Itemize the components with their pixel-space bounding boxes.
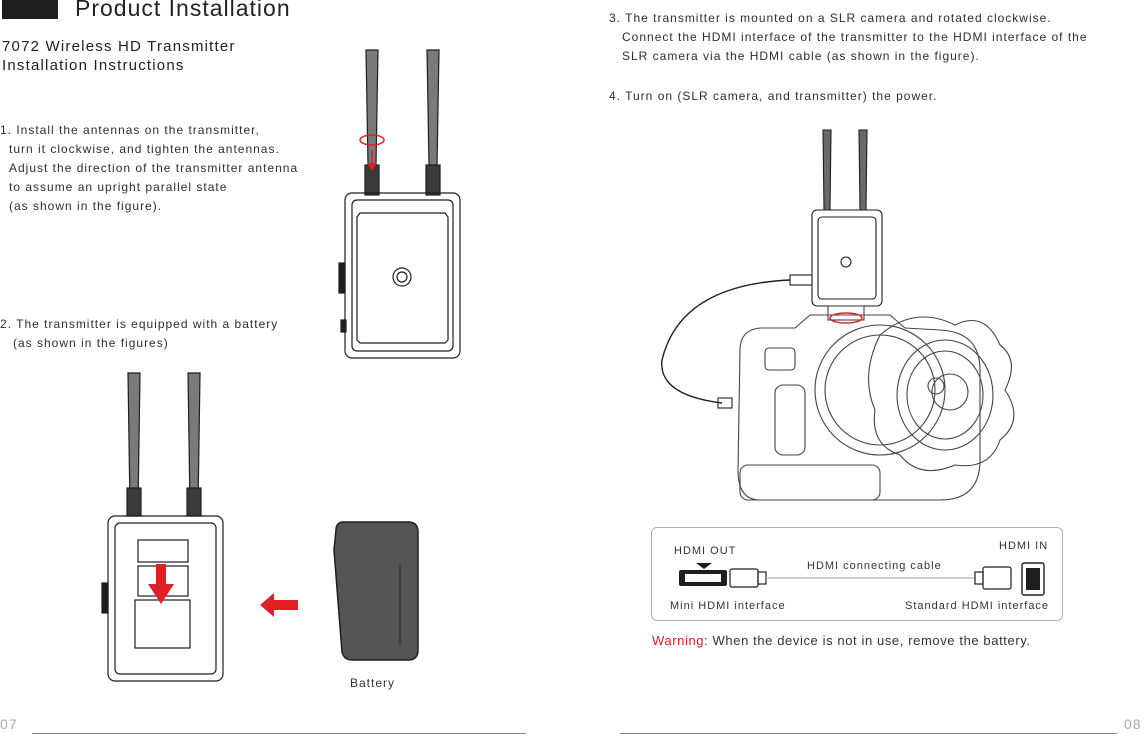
insert-arrow-icon: [260, 593, 298, 617]
step-1-text: 1. Install the antennas on the transmitt…: [0, 121, 298, 216]
step-3-line: SLR camera via the HDMI cable (as shown …: [622, 49, 980, 63]
step-3-line: 3. The transmitter is mounted on a SLR c…: [609, 11, 1052, 25]
hdmi-connection-diagram: [651, 527, 1063, 621]
step-1-line: (as shown in the figure).: [9, 199, 163, 213]
step-4-text: 4. Turn on (SLR camera, and transmitter)…: [609, 87, 937, 106]
hdmi-in-label: HDMI IN: [999, 540, 1049, 552]
page-number-left: 07: [0, 716, 18, 732]
warning-note: Warning: When the device is not in use, …: [652, 633, 1031, 648]
transmitter-antenna-figure: [338, 49, 461, 359]
hdmi-cable-illustration: [679, 562, 1045, 596]
step-3-line: Connect the HDMI interface of the transm…: [622, 30, 1088, 44]
step-3-text: 3. The transmitter is mounted on a SLR c…: [609, 9, 1088, 66]
step-2-text: 2. The transmitter is equipped with a ba…: [0, 315, 278, 353]
footer-divider-right: [620, 733, 1117, 734]
step-4-line: 4. Turn on (SLR camera, and transmitter)…: [609, 89, 938, 103]
step-2-line: 2. The transmitter is equipped with a ba…: [0, 317, 279, 331]
footer-divider-left: [32, 733, 526, 734]
step-1-line: 1. Install the antennas on the transmitt…: [0, 123, 260, 137]
step-1-line: Adjust the direction of the transmitter …: [9, 161, 299, 175]
manual-subtitle: 7072 Wireless HD Transmitter Installatio…: [2, 37, 236, 75]
mini-hdmi-label: Mini HDMI interface: [670, 600, 786, 612]
hdmi-out-label: HDMI OUT: [674, 545, 737, 557]
transmitter-battery-slot-figure: [101, 372, 224, 682]
warning-text: : When the device is not in use, remove …: [704, 633, 1031, 648]
hdmi-cable-label: HDMI connecting cable: [807, 560, 942, 572]
camera-mount-figure: [661, 129, 1015, 501]
battery-label: Battery: [350, 676, 396, 690]
subtitle-line-2: Installation Instructions: [2, 57, 185, 74]
standard-hdmi-label: Standard HDMI interface: [905, 600, 1050, 612]
warning-label: Warning: [652, 633, 705, 648]
subtitle-line-1: 7072 Wireless HD Transmitter: [2, 38, 236, 55]
page-title: Product Installation: [75, 0, 291, 21]
step-1-line: to assume an upright parallel state: [9, 180, 228, 194]
step-1-line: turn it clockwise, and tighten the anten…: [9, 142, 280, 156]
header-bar: [2, 0, 58, 19]
battery-image: [333, 521, 419, 661]
step-2-line: (as shown in the figures): [13, 336, 169, 350]
page-number-right: 08: [1124, 716, 1142, 732]
